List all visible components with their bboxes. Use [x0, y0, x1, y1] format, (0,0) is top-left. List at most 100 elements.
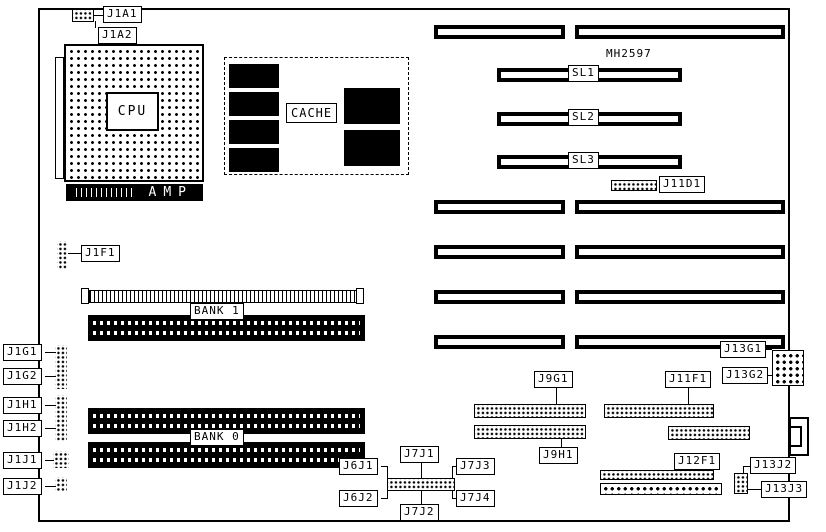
cpu-label-box: CPU — [106, 92, 159, 131]
connector-label-j1a1: J1A1 — [103, 6, 142, 23]
cache-chip — [229, 64, 279, 88]
connector-label-j1a2: J1A2 — [98, 27, 137, 44]
leader-line — [421, 463, 422, 478]
cpu-socket — [64, 44, 204, 182]
leader-line — [45, 352, 56, 353]
cpu-label: CPU — [117, 104, 148, 119]
pin-header-j1a1 — [72, 9, 94, 22]
pin-header — [668, 426, 750, 440]
leader-line — [45, 428, 56, 429]
connector-label-j1g1: J1G1 — [3, 344, 42, 361]
leader-line — [387, 466, 388, 478]
simm-socket-bank0-b — [88, 442, 365, 468]
expansion-slot-segment — [575, 245, 785, 259]
cpu-marking-text: AMP — [148, 185, 193, 200]
cache-chip — [229, 120, 279, 144]
simm-socket-bank1-a — [89, 290, 357, 303]
leader-line — [45, 376, 56, 377]
connector-label-j6j2: J6J2 — [339, 490, 378, 507]
leader-line — [743, 466, 751, 467]
connector-label-j7j1: J7J1 — [400, 446, 439, 463]
expansion-slot-segment — [434, 335, 565, 349]
cache-label: CACHE — [286, 103, 338, 123]
leader-line — [95, 21, 96, 28]
keyboard-connector-inner — [789, 426, 802, 447]
leader-line — [743, 466, 744, 474]
pin-header-j1j1 — [53, 451, 69, 468]
leader-line — [748, 489, 761, 490]
leader-line — [45, 405, 56, 406]
leader-line — [452, 466, 457, 467]
leader-line — [766, 349, 772, 350]
expansion-slot-segment — [434, 245, 565, 259]
expansion-slot-segment — [434, 200, 565, 214]
pin-header-j11d1 — [611, 180, 657, 191]
expansion-slot-segment — [575, 200, 785, 214]
connector-label-j9h1: J9H1 — [539, 447, 578, 464]
pin-header-j12f1-row2 — [600, 483, 722, 495]
connector-label-j1j2: J1J2 — [3, 478, 42, 495]
leader-line — [387, 491, 388, 499]
leader-line — [556, 388, 557, 404]
leader-line — [45, 460, 54, 461]
pin-header-j9g1 — [474, 404, 586, 418]
pin-header-j13g — [772, 350, 804, 386]
connector-label-j11d1: J11D1 — [659, 176, 706, 193]
pin-header-j1j2 — [55, 477, 67, 492]
leader-line — [452, 491, 453, 499]
slot-label-sl2: SL2 — [568, 109, 599, 126]
connector-label-j1g2: J1G2 — [3, 368, 42, 385]
expansion-slot-segment — [434, 290, 565, 304]
leader-line — [381, 466, 388, 467]
cache-chip — [229, 92, 279, 116]
simm-clip — [81, 288, 89, 304]
connector-label-j9g1: J9G1 — [534, 371, 573, 388]
connector-label-j1h2: J1H2 — [3, 420, 42, 437]
cache-chip — [344, 88, 400, 124]
connector-label-j7j2: J7J2 — [400, 504, 439, 521]
leader-line — [688, 388, 689, 404]
connector-label-j1j1: J1J1 — [3, 452, 42, 469]
connector-label-j11f1: J11F1 — [665, 371, 712, 388]
pin-header-j6j-j7j — [387, 478, 455, 491]
leader-line — [452, 498, 457, 499]
bank1-label: BANK 1 — [190, 303, 244, 320]
connector-label-j7j3: J7J3 — [456, 458, 495, 475]
connector-label-j7j4: J7J4 — [456, 490, 495, 507]
expansion-slot-segment — [434, 25, 565, 39]
cache-chip — [229, 148, 279, 172]
expansion-slot-segment — [575, 25, 785, 39]
leader-line — [561, 439, 562, 448]
pin-header-j1g — [55, 345, 67, 389]
pin-header-j13j — [734, 473, 748, 494]
connector-label-j13g1: J13G1 — [720, 341, 767, 358]
leader-line — [94, 15, 103, 16]
pin-header-j11f1 — [604, 404, 714, 418]
pin-header-j1f1 — [57, 241, 68, 269]
connector-label-j13g2: J13G2 — [722, 367, 769, 384]
simm-clip — [356, 288, 364, 304]
cache-chip — [344, 130, 400, 166]
cache-dashed-frame — [224, 57, 409, 175]
slot-label-sl1: SL1 — [568, 65, 599, 82]
pin-header-j1h — [55, 395, 67, 441]
leader-line — [381, 498, 388, 499]
leader-line — [768, 375, 772, 376]
connector-label-j6j1: J6J1 — [339, 458, 378, 475]
cpu-zif-lever — [55, 57, 64, 179]
part-number: MH2597 — [606, 47, 652, 60]
cpu-marking-bar: AMP — [66, 184, 203, 201]
leader-line — [452, 466, 453, 478]
expansion-slot-segment — [575, 290, 785, 304]
pin-header-j9h1 — [474, 425, 586, 439]
leader-line — [68, 253, 81, 254]
pin-header-j12f1-row1 — [600, 470, 714, 480]
slot-label-sl3: SL3 — [568, 152, 599, 169]
connector-label-j12f1: J12F1 — [674, 453, 721, 470]
barcode-stripes — [76, 188, 134, 197]
connector-label-j13j2: J13J2 — [750, 457, 797, 474]
leader-line — [45, 486, 56, 487]
connector-label-j1f1: J1F1 — [81, 245, 120, 262]
leader-line — [421, 491, 422, 505]
